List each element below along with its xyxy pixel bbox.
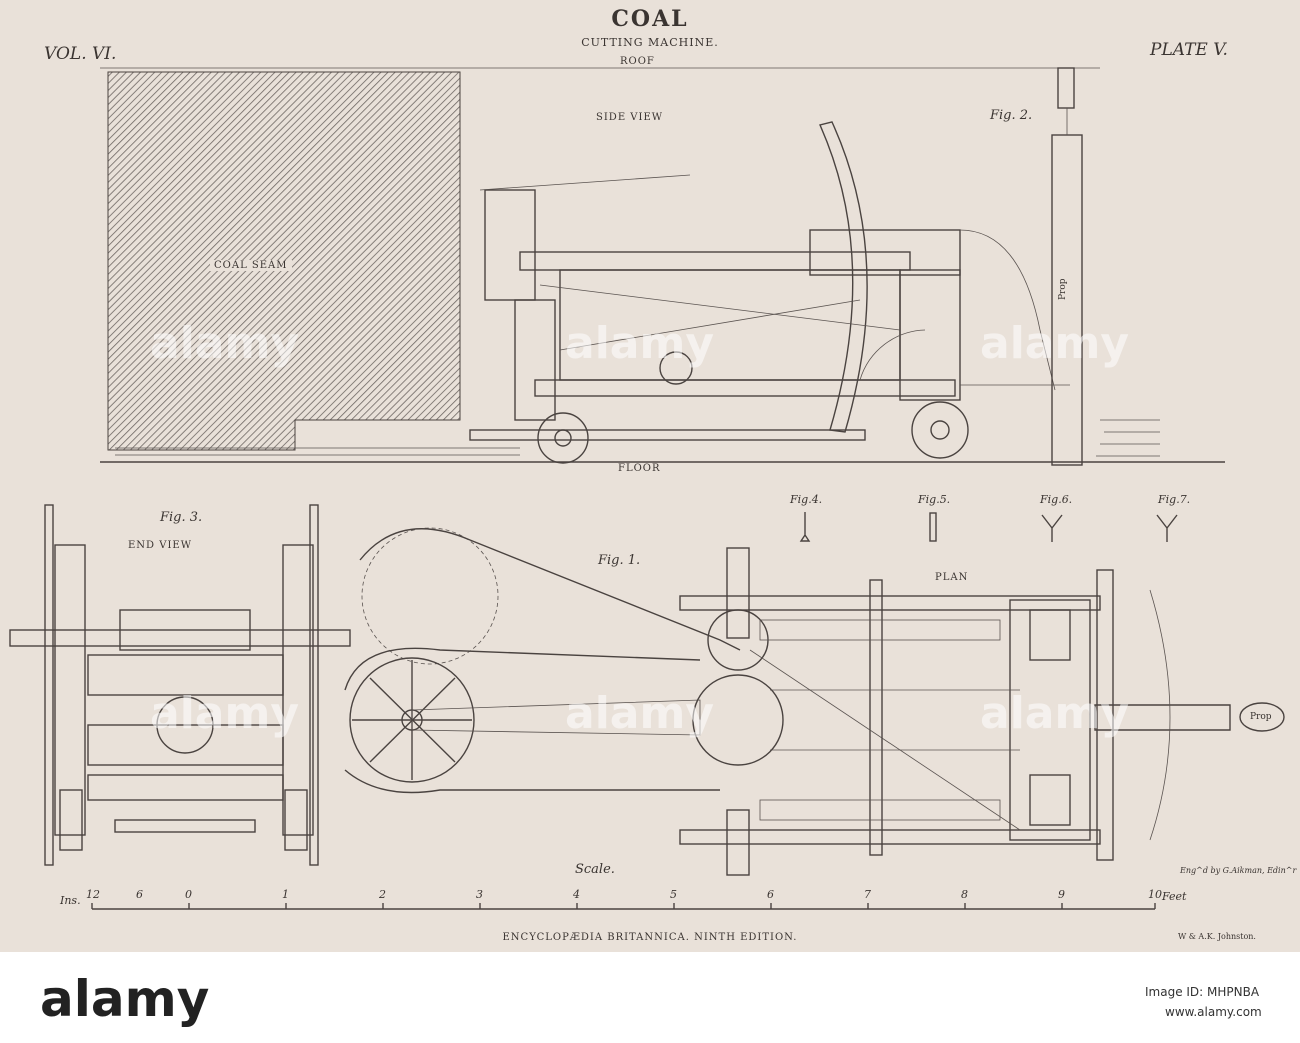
prop-label-plan: Prop	[1250, 712, 1272, 722]
plate-title: COAL	[611, 6, 689, 32]
scale-tick: 7	[864, 888, 871, 901]
alamy-logo: alamy	[40, 970, 210, 1028]
scale-feet-label: Feet	[1162, 890, 1187, 903]
watermark: alamy	[150, 688, 299, 739]
coal-seam-label: COAL SEAM	[210, 260, 292, 271]
prop-label-side: Prop	[1058, 278, 1068, 300]
side-view-prop	[960, 67, 1160, 466]
side-view-machine	[469, 121, 1056, 464]
scale-tick: 1	[282, 888, 289, 901]
scale-tick: 8	[961, 888, 968, 901]
end-view-heading: END VIEW	[128, 540, 192, 551]
scale-tick: 5	[670, 888, 677, 901]
plan-heading: PLAN	[935, 572, 969, 583]
scale-tick: 3	[476, 888, 483, 901]
fig-2-label: Fig. 2.	[990, 108, 1033, 123]
scale-tick: 0	[185, 888, 192, 901]
technical-drawing	[9, 67, 1285, 910]
printer-credit: W & A.K. Johnston.	[1178, 932, 1256, 941]
scale-tick: 12	[86, 888, 100, 901]
fig-3-label: Fig. 3.	[160, 510, 203, 525]
scale-tick: 10	[1148, 888, 1162, 901]
fig-6-label: Fig.6.	[1040, 493, 1073, 506]
tool-figures	[799, 512, 1178, 542]
volume-label: VOL. VI.	[44, 44, 117, 64]
plan-view-cutter	[344, 527, 784, 876]
scale-bar	[91, 903, 1156, 910]
stock-footer	[0, 952, 1300, 1043]
fig-1-label: Fig. 1.	[598, 553, 641, 568]
scale-ins-label: Ins.	[60, 894, 81, 907]
image-id: Image ID: MHPNBA	[1145, 985, 1260, 999]
watermark: alamy	[565, 688, 714, 739]
end-view-machine	[9, 504, 351, 866]
publication-credit: ENCYCLOPÆDIA BRITANNICA. NINTH EDITION.	[502, 932, 798, 943]
watermark: alamy	[150, 318, 299, 369]
side-view-heading: SIDE VIEW	[596, 112, 664, 123]
fig-4-label: Fig.4.	[790, 493, 823, 506]
scale-tick: 9	[1058, 888, 1065, 901]
scale-label: Scale.	[575, 862, 615, 877]
scale-tick: 2	[379, 888, 386, 901]
floor-label: FLOOR	[618, 463, 661, 474]
scale-tick: 6	[136, 888, 143, 901]
fig-7-label: Fig.7.	[1158, 493, 1191, 506]
plate-subtitle: CUTTING MACHINE.	[581, 36, 719, 49]
scale-tick: 4	[573, 888, 580, 901]
roof-label: ROOF	[620, 56, 655, 67]
watermark: alamy	[980, 688, 1129, 739]
cutter-chain-side	[115, 447, 520, 456]
plan-view-frame	[679, 569, 1285, 861]
plate-number: PLATE V.	[1150, 40, 1228, 60]
site-url: www.alamy.com	[1165, 1005, 1262, 1019]
fig-5-label: Fig.5.	[918, 493, 951, 506]
watermark: alamy	[565, 318, 714, 369]
scale-tick: 6	[767, 888, 774, 901]
engraver-credit: Eng^d by G.Aikman, Edin^r	[1180, 866, 1297, 875]
watermark: alamy	[980, 318, 1129, 369]
